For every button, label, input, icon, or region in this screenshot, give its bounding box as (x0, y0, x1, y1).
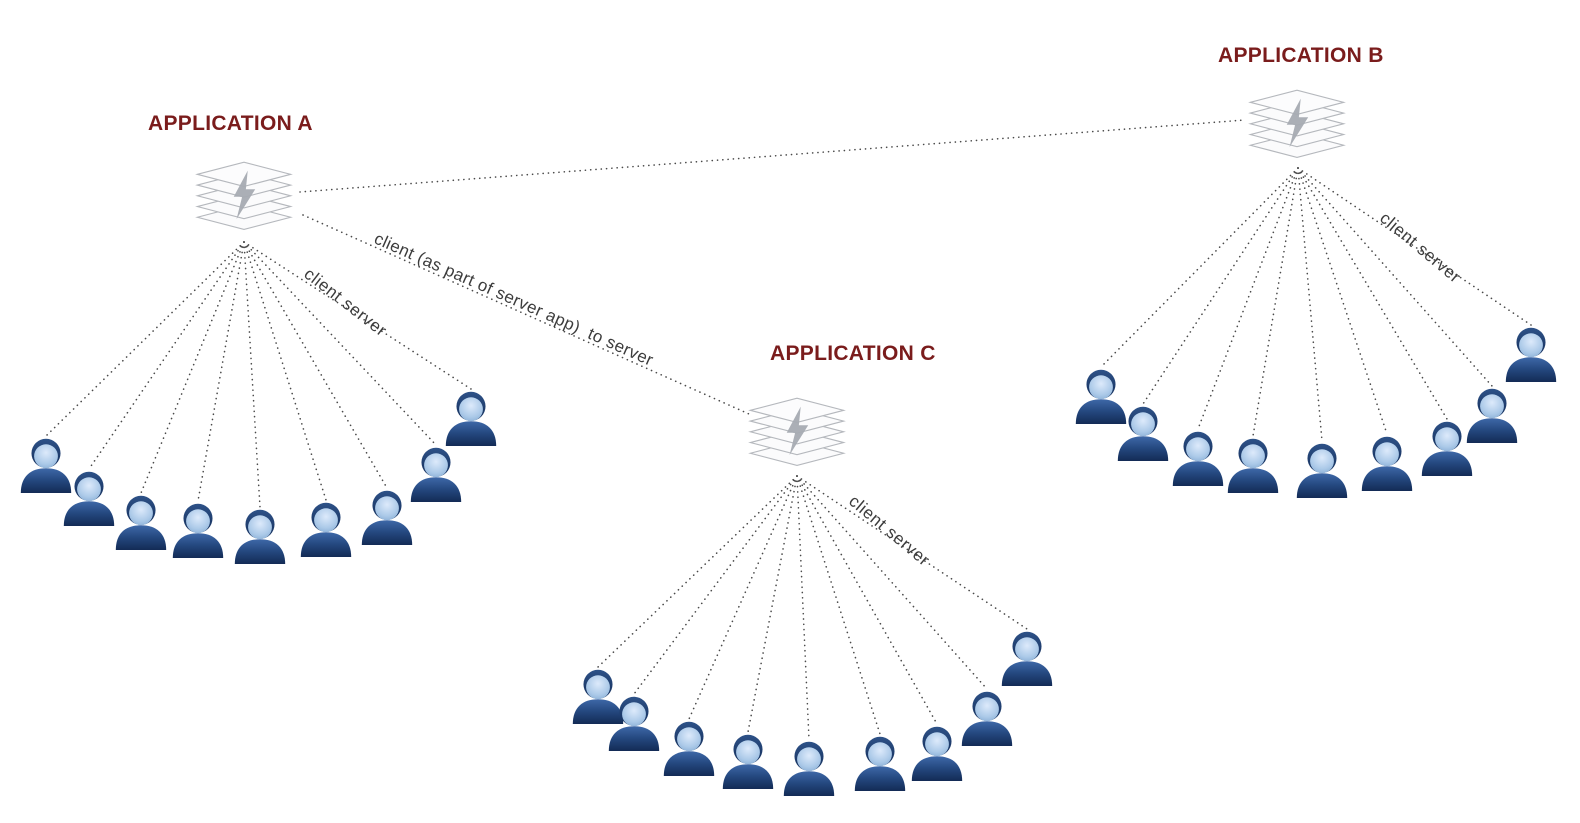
fan-line (1252, 167, 1299, 437)
fan-line (1297, 167, 1493, 387)
application-b-label: APPLICATION B (1218, 44, 1384, 67)
user-icon (167, 497, 229, 559)
user-icon (1461, 382, 1523, 444)
user-icon (658, 715, 720, 777)
fan-line (1100, 167, 1299, 368)
fan-line (243, 241, 261, 508)
fan-line (140, 241, 245, 494)
fan-line (796, 475, 988, 690)
fan-line (197, 241, 245, 502)
user-icon (405, 441, 467, 503)
fan-line (796, 475, 1028, 630)
user-icon (996, 625, 1058, 687)
server-connection-line (302, 214, 750, 415)
application-a-server-icon (188, 148, 300, 238)
user-icon (1167, 425, 1229, 487)
user-icon (1356, 430, 1418, 492)
user-icon (1291, 437, 1353, 499)
user-icon (603, 690, 665, 752)
fan-line (243, 241, 388, 489)
fan-line (88, 241, 245, 470)
fan-line (45, 241, 245, 437)
fan-line (1197, 167, 1299, 430)
user-icon (110, 489, 172, 551)
user-icon (778, 735, 840, 797)
server-connection-line (299, 119, 1246, 193)
fan-line (597, 475, 798, 668)
user-icon (295, 496, 357, 558)
user-icon (956, 685, 1018, 747)
fan-line (1297, 167, 1388, 435)
user-icon (717, 728, 779, 790)
fan-line (1142, 167, 1299, 405)
user-icon (229, 503, 291, 565)
fan-line (747, 475, 798, 733)
user-icon (440, 385, 502, 447)
fan-line (1297, 167, 1448, 420)
application-b-server-icon (1241, 76, 1353, 166)
user-icon (1112, 400, 1174, 462)
fan-line (688, 475, 798, 720)
fan-line (633, 475, 798, 695)
fan-line (796, 475, 938, 725)
user-icon (1500, 321, 1562, 383)
fan-line (1297, 167, 1323, 442)
fan-line (243, 241, 437, 446)
user-icon (1222, 432, 1284, 494)
fan-line (796, 475, 810, 740)
application-c-label: APPLICATION C (770, 342, 936, 365)
application-a-label: APPLICATION A (148, 112, 313, 135)
user-icon (849, 730, 911, 792)
application-c-server-icon (741, 384, 853, 474)
